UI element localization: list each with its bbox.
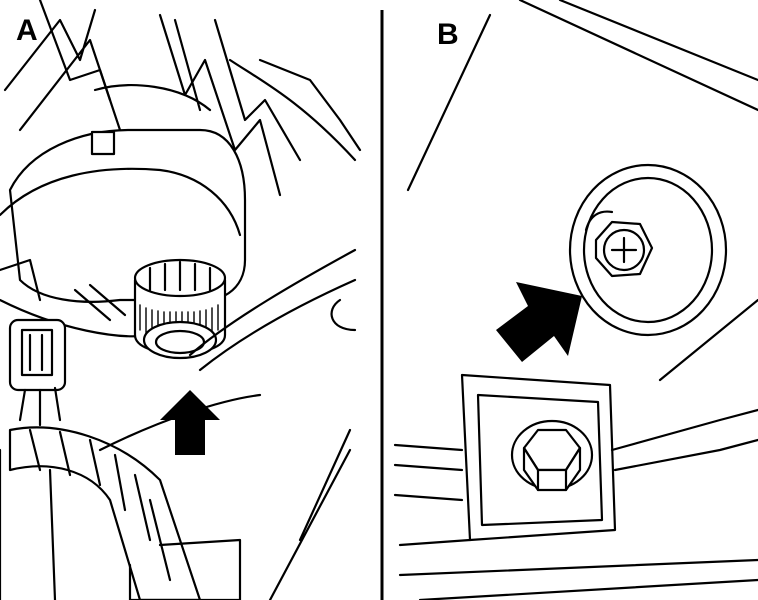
panel-label-a: A bbox=[16, 14, 38, 47]
housing-tab bbox=[90, 130, 116, 156]
knob bbox=[133, 258, 227, 360]
arrow-diagonal-icon bbox=[496, 282, 582, 362]
screw-opening bbox=[568, 163, 728, 337]
connector bbox=[0, 258, 67, 427]
panel-label-b: B bbox=[437, 18, 459, 51]
panel-b-drawing bbox=[393, 0, 758, 600]
panel-a-drawing bbox=[0, 0, 362, 600]
arrow-up-icon bbox=[160, 390, 220, 455]
bolt bbox=[510, 419, 594, 492]
